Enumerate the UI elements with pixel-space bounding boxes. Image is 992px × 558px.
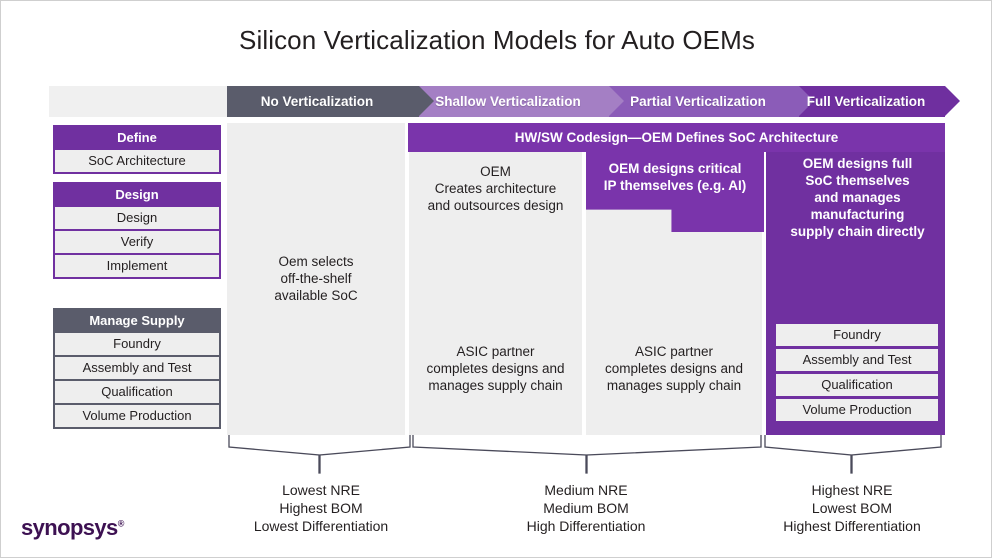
- stage-chevron-partial-verticalization[interactable]: Partial Verticalization: [609, 86, 814, 117]
- sidebar-item-qualification[interactable]: Qualification: [55, 381, 219, 403]
- stage-chevron-shallow-verticalization[interactable]: Shallow Verticalization: [419, 86, 624, 117]
- bracket-group: [228, 435, 942, 474]
- bracket-no-verticalization: [228, 435, 411, 474]
- stage-chevron-label: No Verticalization: [260, 94, 374, 109]
- sidebar-item-design[interactable]: Design: [55, 207, 219, 229]
- full-vert-item-foundry[interactable]: Foundry: [776, 324, 938, 346]
- synopsys-logo: synopsys®: [21, 515, 124, 541]
- sidebar-item-soc-architecture[interactable]: SoC Architecture: [55, 150, 219, 172]
- stage-chevron-label: Partial Verticalization: [630, 94, 766, 109]
- codesign-banner-label: HW/SW Codesign—OEM Defines SoC Architect…: [514, 130, 839, 145]
- sidebar-group-design: Design Design Verify Implement: [53, 182, 221, 279]
- sidebar-item-volume-production[interactable]: Volume Production: [55, 405, 219, 427]
- bracket-medium: [412, 435, 762, 474]
- synopsys-logo-text: synopsys: [21, 515, 118, 540]
- stage-header-blank: [49, 86, 227, 117]
- sidebar-item-implement[interactable]: Implement: [55, 255, 219, 277]
- stage-header-row: No Verticalization Shallow Verticalizati…: [49, 86, 960, 117]
- sidebar-group-manage-supply: Manage Supply Foundry Assembly and Test …: [53, 308, 221, 429]
- stage-chevron-full-verticalization[interactable]: Full Verticalization: [799, 86, 960, 117]
- page-title: Silicon Verticalization Models for Auto …: [239, 25, 755, 55]
- full-vert-item-volume-production[interactable]: Volume Production: [776, 399, 938, 421]
- sidebar-group-heading: Design: [115, 187, 159, 202]
- sidebar-item-verify[interactable]: Verify: [55, 231, 219, 253]
- full-vert-supply-stack: Foundry Assembly and Test Qualification …: [776, 321, 938, 421]
- sidebar-group-heading: Define: [117, 130, 157, 145]
- codesign-banner: HW/SW Codesign—OEM Defines SoC Architect…: [408, 123, 945, 152]
- bracket-full-verticalization: [764, 435, 942, 474]
- full-vert-item-qualification[interactable]: Qualification: [776, 374, 938, 396]
- registered-mark-icon: ®: [117, 518, 125, 529]
- sidebar-group-define: Define SoC Architecture: [53, 125, 221, 174]
- stage-chevron-no-verticalization[interactable]: No Verticalization: [227, 86, 434, 117]
- sidebar-group-heading: Manage Supply: [89, 313, 185, 328]
- stage-chevron-label: Full Verticalization: [806, 94, 926, 109]
- full-vert-item-assembly-and-test[interactable]: Assembly and Test: [776, 349, 938, 371]
- sidebar-item-assembly-and-test[interactable]: Assembly and Test: [55, 357, 219, 379]
- stage-chevron-label: Shallow Verticalization: [435, 94, 581, 109]
- sidebar-item-foundry[interactable]: Foundry: [55, 333, 219, 355]
